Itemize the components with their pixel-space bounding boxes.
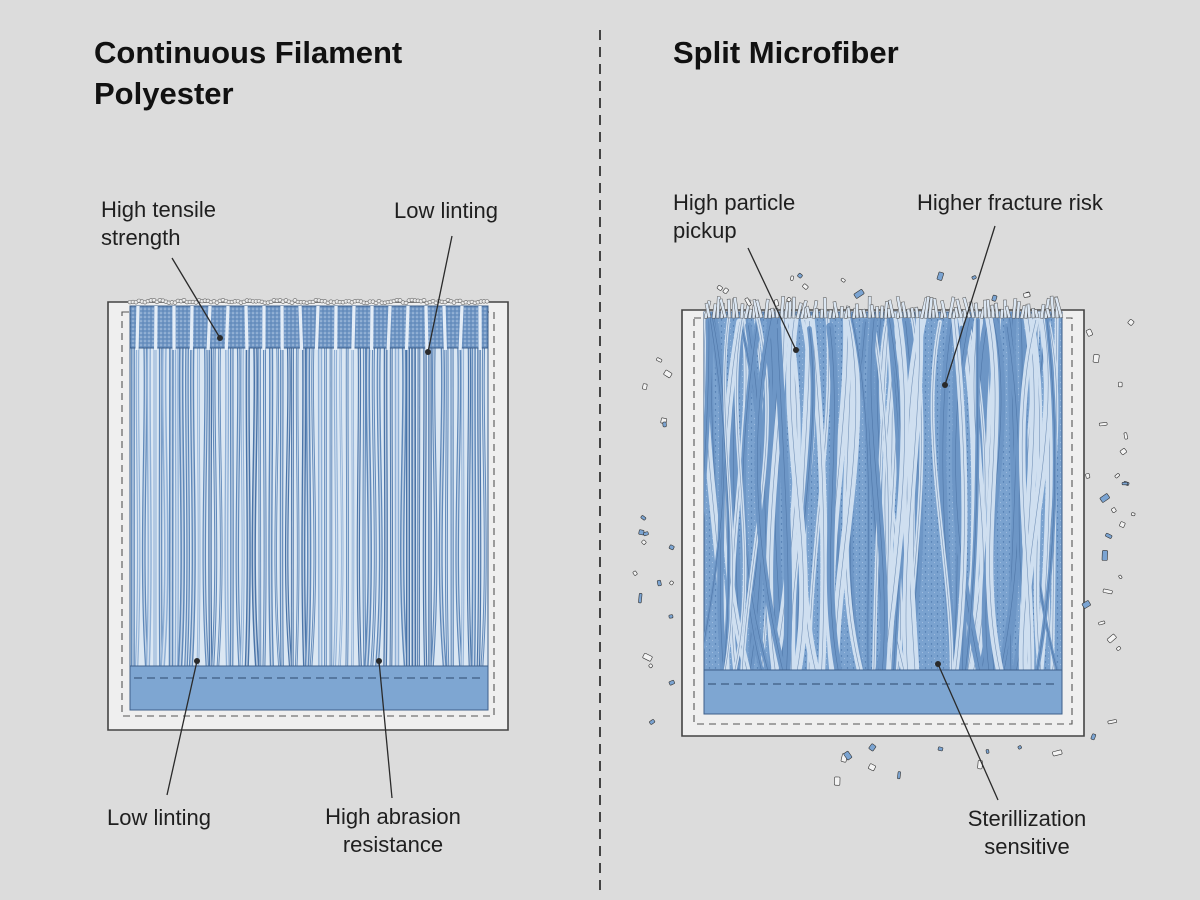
label-low-linting-bottom: Low linting <box>107 805 211 830</box>
label-high-tensile-strength: High tensile strength <box>101 196 216 252</box>
label-high-abrasion-resistance: High abrasion resistance <box>300 803 486 859</box>
abrasion-line2: resistance <box>342 832 444 857</box>
left-leader-lines <box>166 235 453 799</box>
left-panel-title: Continuous Filament Polyester <box>94 32 402 114</box>
steril-line1: Sterillization <box>967 806 1087 831</box>
pickup-line2: pickup <box>673 218 737 243</box>
label-higher-fracture-risk: Higher fracture risk <box>917 190 1103 215</box>
tensile-line1: High tensile <box>101 197 216 222</box>
left-top-band <box>129 305 489 349</box>
steril-line2: sensitive <box>984 834 1070 859</box>
right-leader-lines <box>747 225 999 801</box>
label-high-particle-pickup: High particle pickup <box>673 189 795 245</box>
abrasion-line1: High abrasion <box>325 804 461 829</box>
pickup-line1: High particle <box>673 190 796 215</box>
tensile-line2: strength <box>101 225 181 250</box>
left-title-line2: Polyester <box>94 76 234 111</box>
right-base-band <box>703 669 1063 715</box>
left-cloth-illustration <box>107 297 509 731</box>
right-cloth-illustration <box>632 271 1136 786</box>
label-sterilization-sensitive: Sterillization sensitive <box>946 805 1108 861</box>
left-title-line1: Continuous Filament <box>94 35 403 70</box>
label-low-linting-top: Low linting <box>394 198 498 223</box>
right-panel-title: Split Microfiber <box>673 35 899 70</box>
left-base-band <box>129 665 489 711</box>
